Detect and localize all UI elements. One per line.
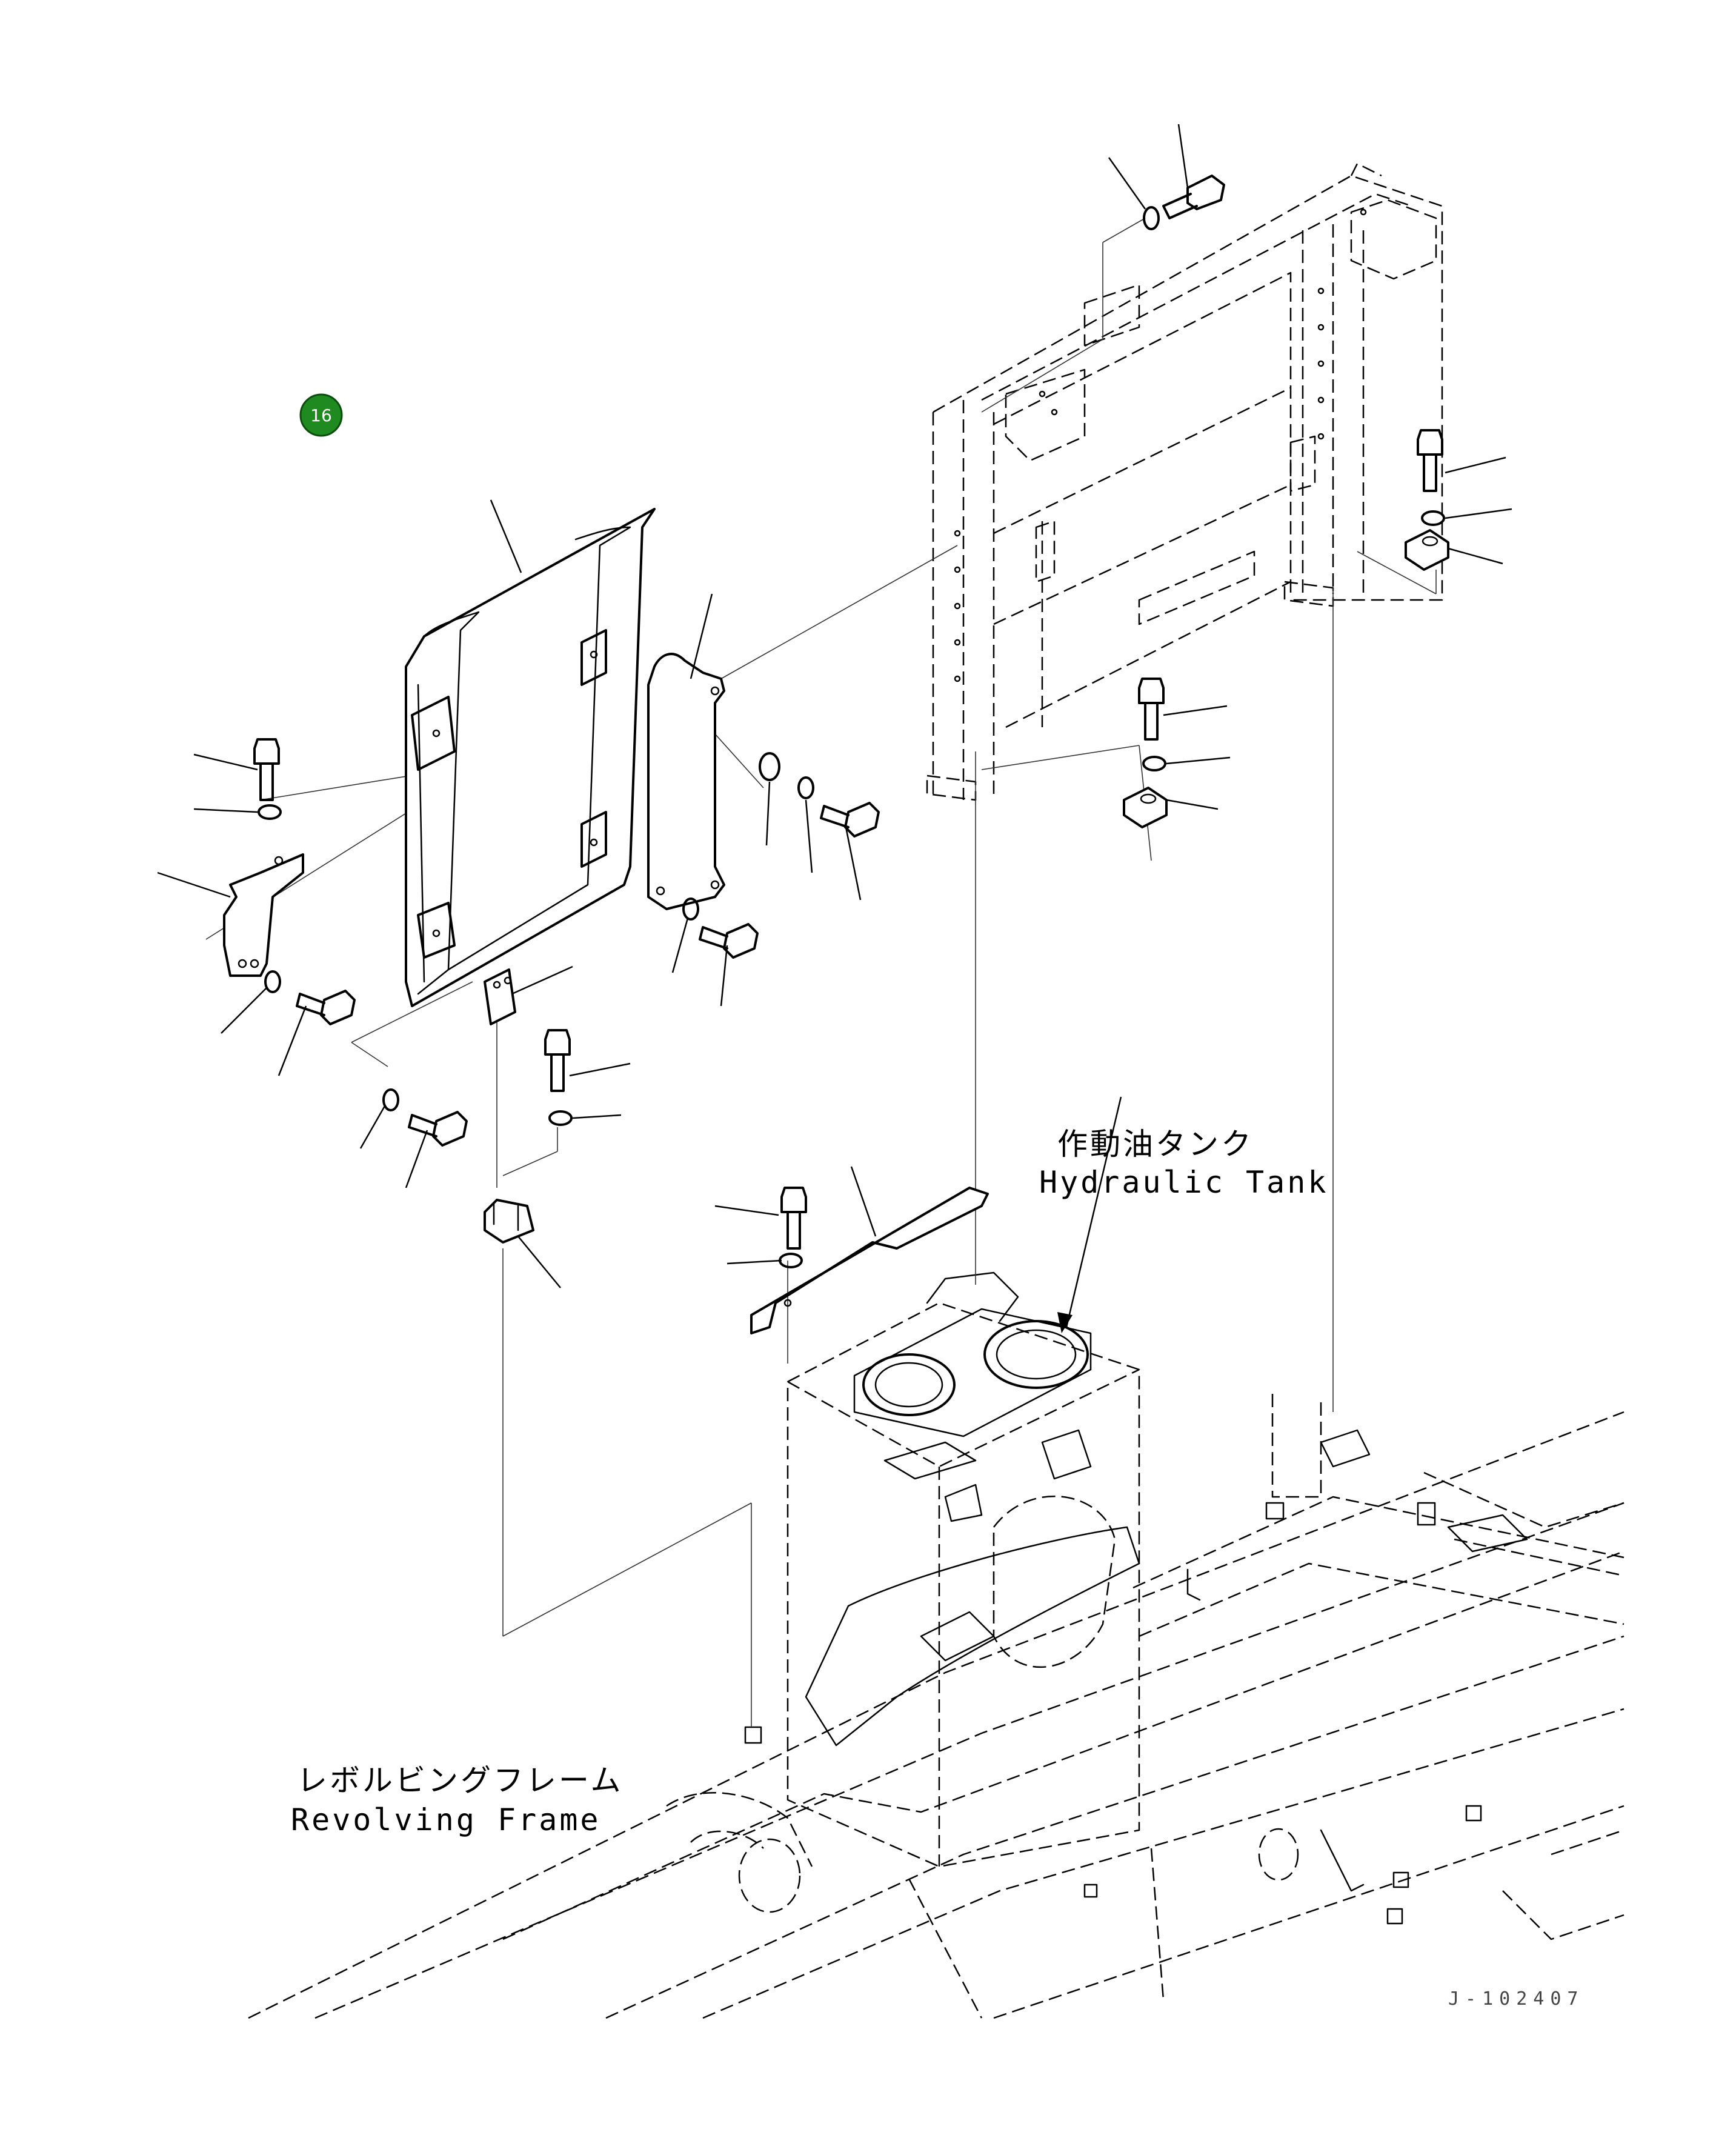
revolving-frame-label-en: Revolving Frame (291, 1802, 601, 1837)
panel-cover (405, 508, 656, 1007)
spacer-blocks (1123, 529, 1449, 828)
hydraulic-tank-label-en: Hydraulic Tank (1039, 1165, 1328, 1200)
strip-plate (750, 1187, 989, 1334)
revolving-frame (248, 1394, 1625, 2019)
bracket-right (647, 653, 725, 910)
reference-badge-label: 16 (310, 405, 332, 425)
hydraulic-tank-label-jp: 作動油タンク (1057, 1127, 1254, 1162)
hydraulic-tank (787, 1271, 1140, 1868)
assembly-lines (205, 218, 1437, 1727)
mounting-frame (926, 162, 1443, 801)
clip-bracket (484, 1199, 534, 1244)
bolts-vertical (253, 429, 1443, 1250)
reference-badge-circle (299, 393, 343, 437)
small-plate (484, 968, 516, 1025)
callout-leaders (157, 124, 1512, 1333)
bracket-left (223, 853, 304, 977)
revolving-frame-label-jp: レボルビングフレーム (297, 1763, 624, 1798)
drawing-code: J-102407 (1448, 1988, 1585, 2010)
washers (258, 206, 1445, 1268)
reference-badge[interactable]: 16 (299, 393, 343, 437)
bolts-angled (296, 175, 1225, 1147)
